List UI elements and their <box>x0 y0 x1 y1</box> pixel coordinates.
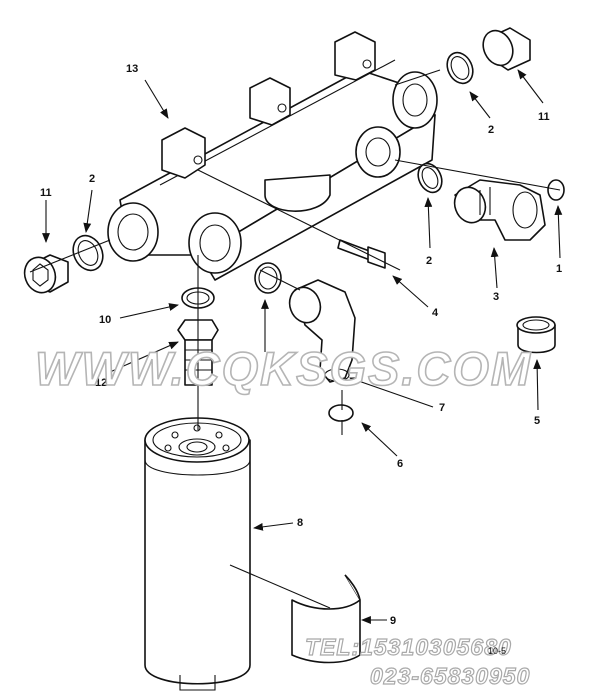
filter-head-manifold <box>107 31 438 281</box>
centerlines <box>29 69 561 609</box>
callout-9: 9 <box>390 615 396 627</box>
filter-label-sleeve <box>291 574 361 664</box>
contact-tel: TEL:15310305680 <box>305 634 512 660</box>
contact-phone: 023-65830950 <box>370 663 530 689</box>
o-ring-bottom <box>328 404 354 422</box>
callout-4: 4 <box>432 307 439 319</box>
leader-lines <box>42 69 563 624</box>
callout-11-top: 11 <box>538 111 550 123</box>
callout-2-mid: 2 <box>426 255 432 267</box>
callout-11-left: 11 <box>40 187 52 199</box>
callout-2-top: 2 <box>488 124 494 136</box>
spin-on-filter <box>144 417 251 691</box>
elbow-fitting <box>453 179 546 241</box>
elbow-adapter <box>288 279 356 383</box>
o-ring-top <box>446 51 474 85</box>
plug-top <box>482 27 531 71</box>
o-ring-left <box>72 234 104 272</box>
o-ring-small <box>547 179 565 201</box>
callout-2-left: 2 <box>89 173 95 185</box>
callout-7: 7 <box>439 402 445 414</box>
callout-3: 3 <box>493 291 499 303</box>
callout-5: 5 <box>534 415 540 427</box>
callout-12: 12 <box>95 377 107 389</box>
callout-8: 8 <box>297 517 303 529</box>
mounting-bolt <box>337 239 386 269</box>
plug-left <box>23 254 69 294</box>
callout-10: 10 <box>99 314 111 326</box>
adapter-cup <box>516 316 556 354</box>
o-ring-middle <box>417 162 443 194</box>
website-watermark: WWW.CQKSGS.COM <box>35 342 532 395</box>
callout-6: 6 <box>397 458 403 470</box>
callout-labels: 13 2 11 11 2 2 1 3 4 10 12 5 7 6 8 9 <box>40 63 562 627</box>
callout-1: 1 <box>556 263 562 275</box>
callout-13: 13 <box>126 63 138 75</box>
figure-code: 10-5 <box>488 646 506 656</box>
